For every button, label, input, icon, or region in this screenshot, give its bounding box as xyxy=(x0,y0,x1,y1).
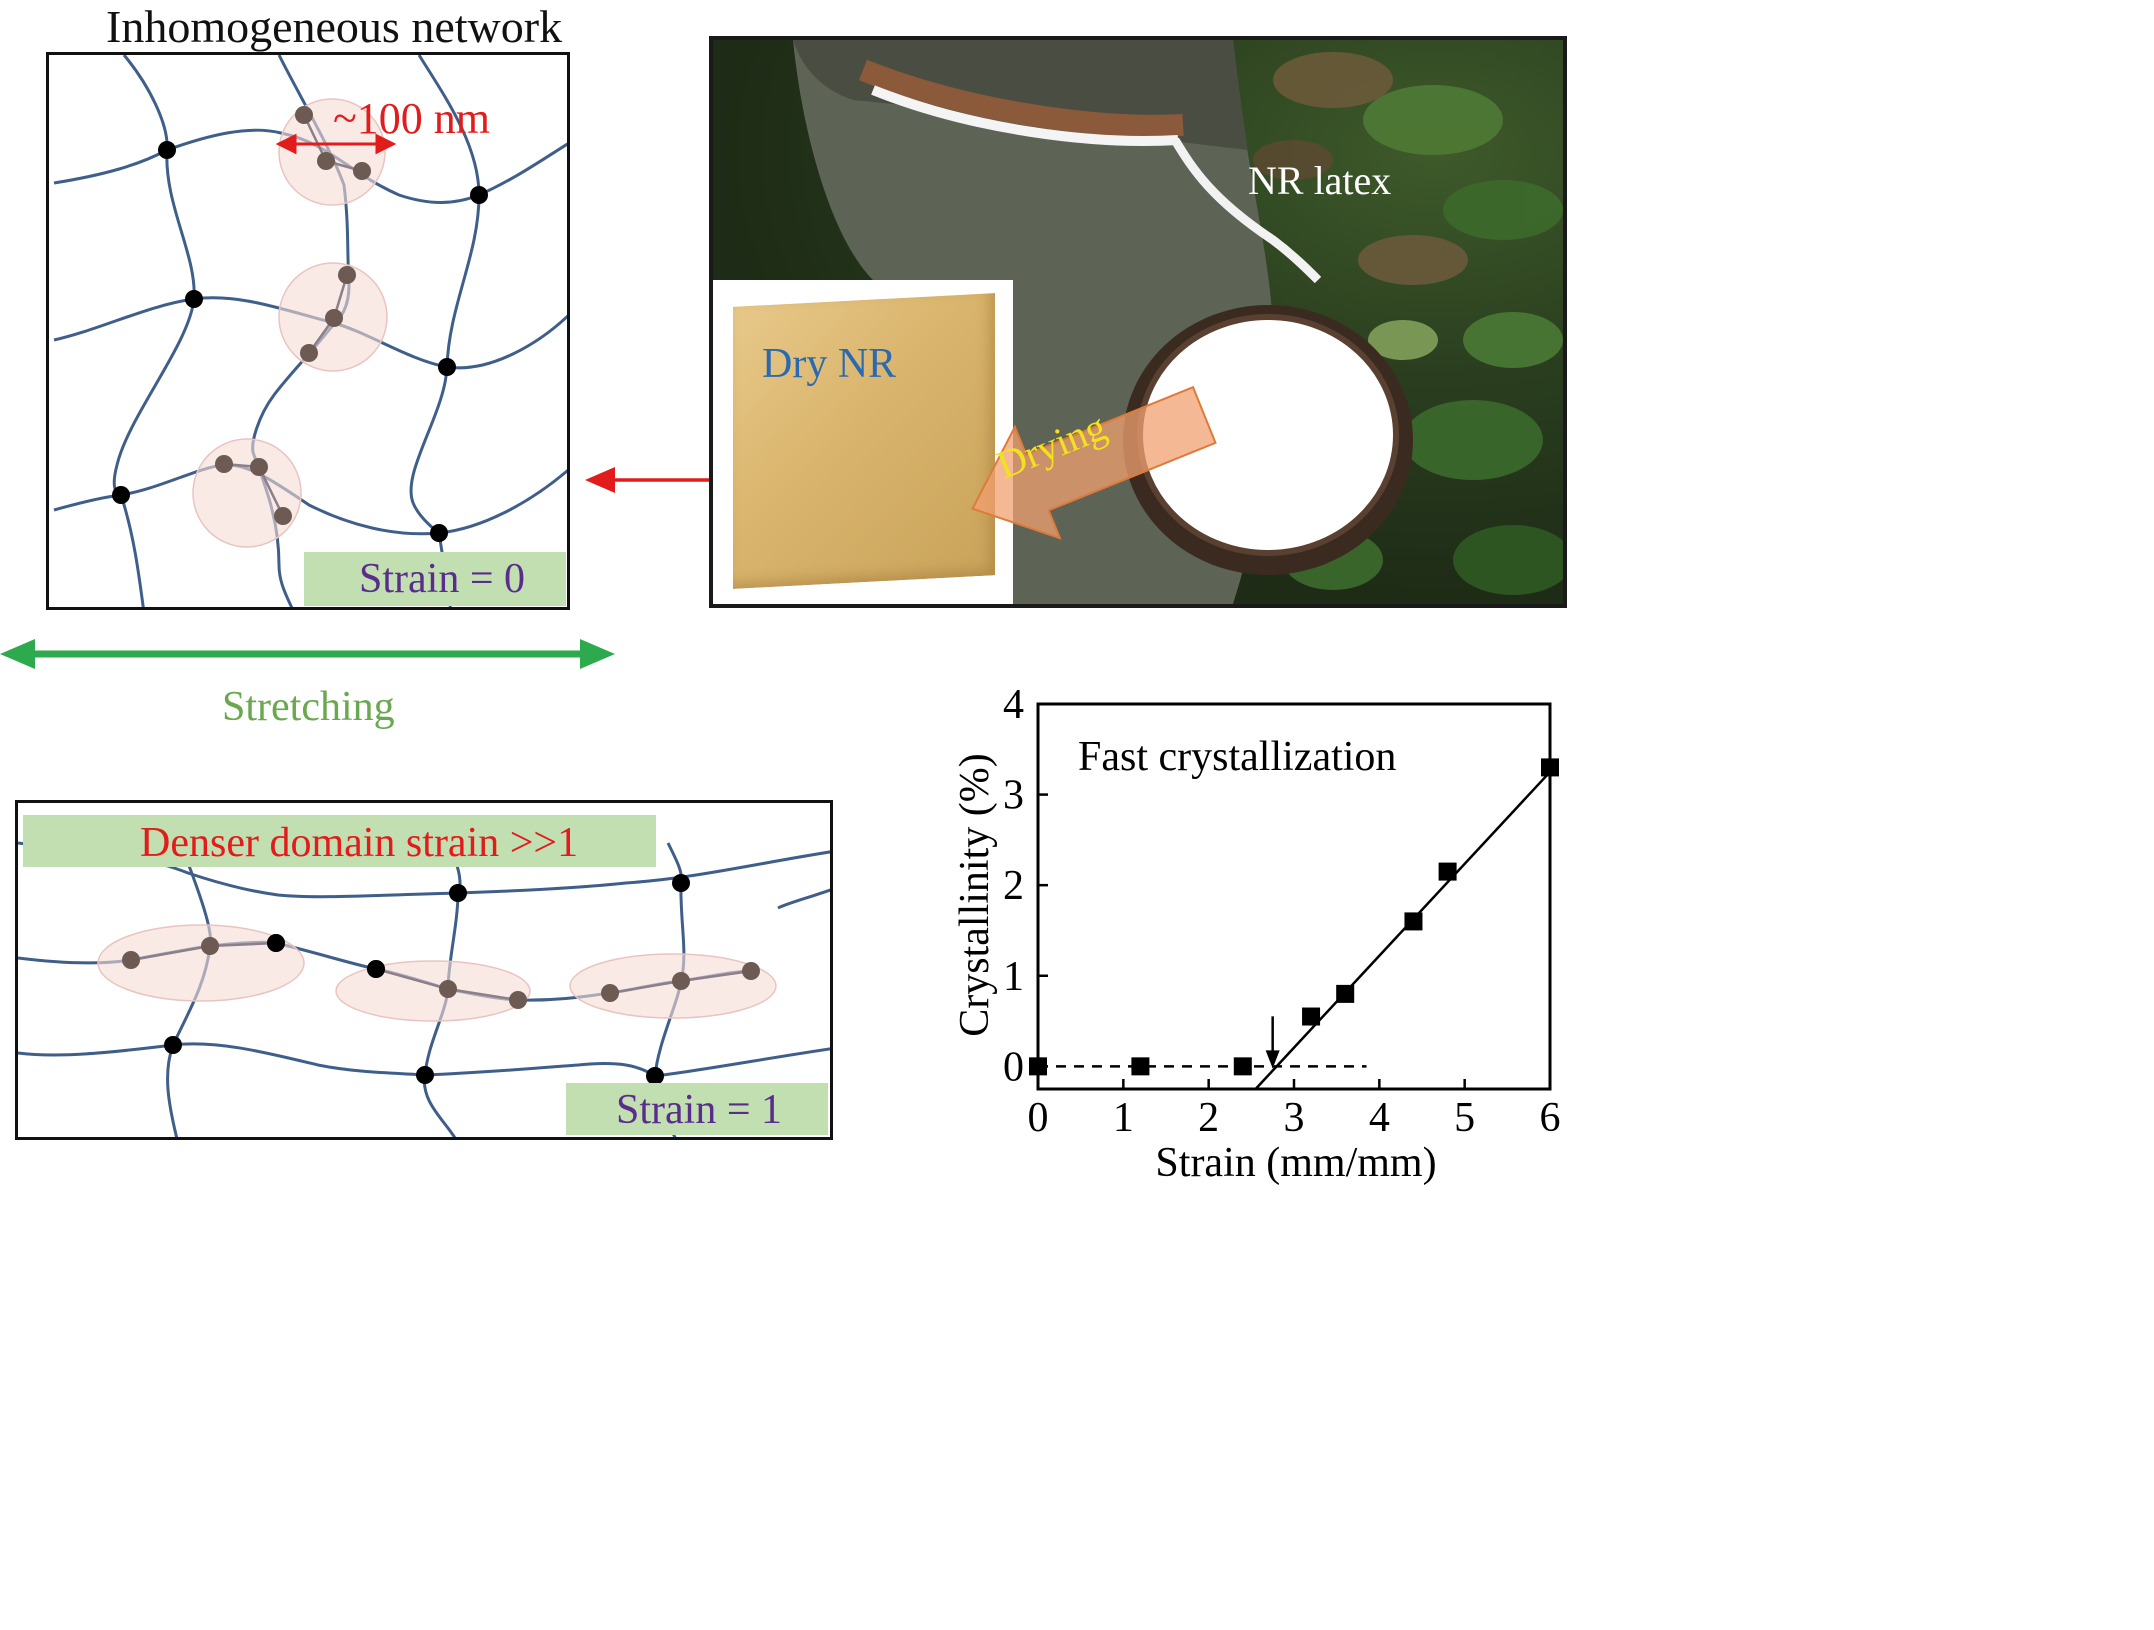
crosslink-point xyxy=(470,186,488,204)
chart-xlabel: Strain (mm/mm) xyxy=(1155,1140,1436,1186)
domain-particle xyxy=(215,455,233,473)
data-point xyxy=(1302,1007,1321,1026)
chain-line xyxy=(166,862,213,1137)
top-network-panel: ~100 nm Strain = 0 xyxy=(46,52,570,610)
strain-tag-bottom xyxy=(566,1083,828,1135)
denser-domain-label: Denser domain strain >>1 xyxy=(140,820,579,866)
x-tick-label: 1 xyxy=(1113,1095,1134,1141)
x-tick-label: 3 xyxy=(1284,1095,1305,1141)
data-point xyxy=(1131,1057,1150,1076)
x-tick-label: 5 xyxy=(1454,1095,1475,1141)
data-point xyxy=(1541,758,1559,777)
onset-arrowhead xyxy=(1265,1050,1280,1069)
bottom-network-svg xyxy=(18,841,830,1137)
y-tick-label: 1 xyxy=(1003,954,1024,1000)
crosslink-point xyxy=(185,290,203,308)
chart-ylabel: Crystallinity (%) xyxy=(952,753,998,1036)
fit-line xyxy=(1254,771,1551,1090)
crosslink-point xyxy=(416,1066,434,1084)
latex-photo xyxy=(709,36,1567,608)
strain-label-bottom: Strain = 1 xyxy=(616,1087,783,1133)
chain-line xyxy=(53,463,567,536)
dense-domain xyxy=(192,438,302,548)
domain-particle xyxy=(439,980,457,998)
y-tick-label: 4 xyxy=(1003,682,1024,728)
crosslink-point xyxy=(430,524,448,542)
x-tick-label: 0 xyxy=(1028,1095,1049,1141)
data-point xyxy=(1029,1057,1047,1076)
y-tick-label: 3 xyxy=(1003,773,1024,819)
nr-latex-label: NR latex xyxy=(1248,158,1392,203)
data-point xyxy=(1336,984,1355,1003)
crystallinity-chart: 0 1 2 3 4 5 6 0 1 2 3 4 Fast crystallization Strain… xyxy=(952,682,1561,1186)
domain-particle xyxy=(295,106,313,124)
crosslink-point xyxy=(449,884,467,902)
domain-particle xyxy=(672,972,690,990)
domain-particle xyxy=(122,951,140,969)
denser-domain-tag xyxy=(23,815,656,867)
domain-particle xyxy=(201,937,219,955)
strain-label-top: Strain = 0 xyxy=(359,556,526,602)
crosslink-point xyxy=(112,486,130,504)
scale-label: ~100 nm xyxy=(333,94,491,143)
domain-particle xyxy=(601,984,619,1002)
top-panel-title: Inhomogeneous network xyxy=(106,1,563,52)
data-point xyxy=(1233,1057,1252,1076)
crosslink-point xyxy=(267,934,285,952)
x-tick-label: 4 xyxy=(1369,1095,1390,1141)
dry-nr-label: Dry NR xyxy=(762,341,897,387)
stretching-label: Stretching xyxy=(222,684,395,730)
crosslink-point xyxy=(672,874,690,892)
crosslink-point xyxy=(158,141,176,159)
chart-annotation: Fast crystallization xyxy=(1078,734,1396,780)
drying-arrow xyxy=(971,385,1217,540)
chain-line xyxy=(777,888,830,910)
top-network-svg xyxy=(53,55,567,607)
domain-particle xyxy=(338,266,356,284)
domain-particle xyxy=(742,962,760,980)
domain-particle xyxy=(274,507,292,525)
x-tick-label: 6 xyxy=(1540,1095,1561,1141)
domain-particle xyxy=(317,152,335,170)
domain-particle xyxy=(325,309,343,327)
x-tick-label: 2 xyxy=(1198,1095,1219,1141)
data-point xyxy=(1404,912,1423,931)
stretching-arrow xyxy=(0,639,615,669)
crosslink-point xyxy=(438,358,456,376)
bottom-network-panel: Denser domain strain >>1 Strain = 1 xyxy=(15,800,833,1140)
dense-domain xyxy=(569,953,777,1019)
dry-nr-inset xyxy=(713,280,1013,604)
domain-particle xyxy=(353,162,371,180)
crosslink-point xyxy=(164,1036,182,1054)
domain-particle xyxy=(509,991,527,1009)
y-tick-label: 0 xyxy=(1003,1044,1024,1090)
dense-domain xyxy=(335,960,531,1022)
data-point xyxy=(1438,862,1457,881)
domain-particle xyxy=(300,344,318,362)
crosslink-point xyxy=(367,960,385,978)
chain-line xyxy=(112,55,196,607)
strain-tag-top xyxy=(304,552,566,606)
domain-particle xyxy=(250,458,268,476)
y-tick-label: 2 xyxy=(1003,863,1024,909)
crosslink-point xyxy=(646,1067,664,1085)
